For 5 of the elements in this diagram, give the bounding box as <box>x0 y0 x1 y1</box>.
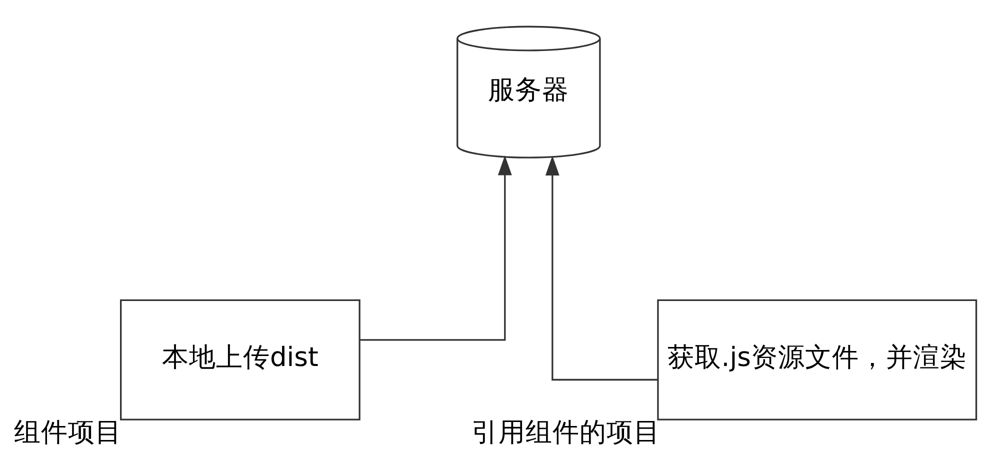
node-box: 获取.js资源文件，并渲染 <box>657 299 978 420</box>
node-label: 组件项目 <box>14 416 122 448</box>
node-box: 本地上传dist <box>120 299 360 420</box>
arrow <box>545 156 658 381</box>
arrow <box>360 155 512 341</box>
